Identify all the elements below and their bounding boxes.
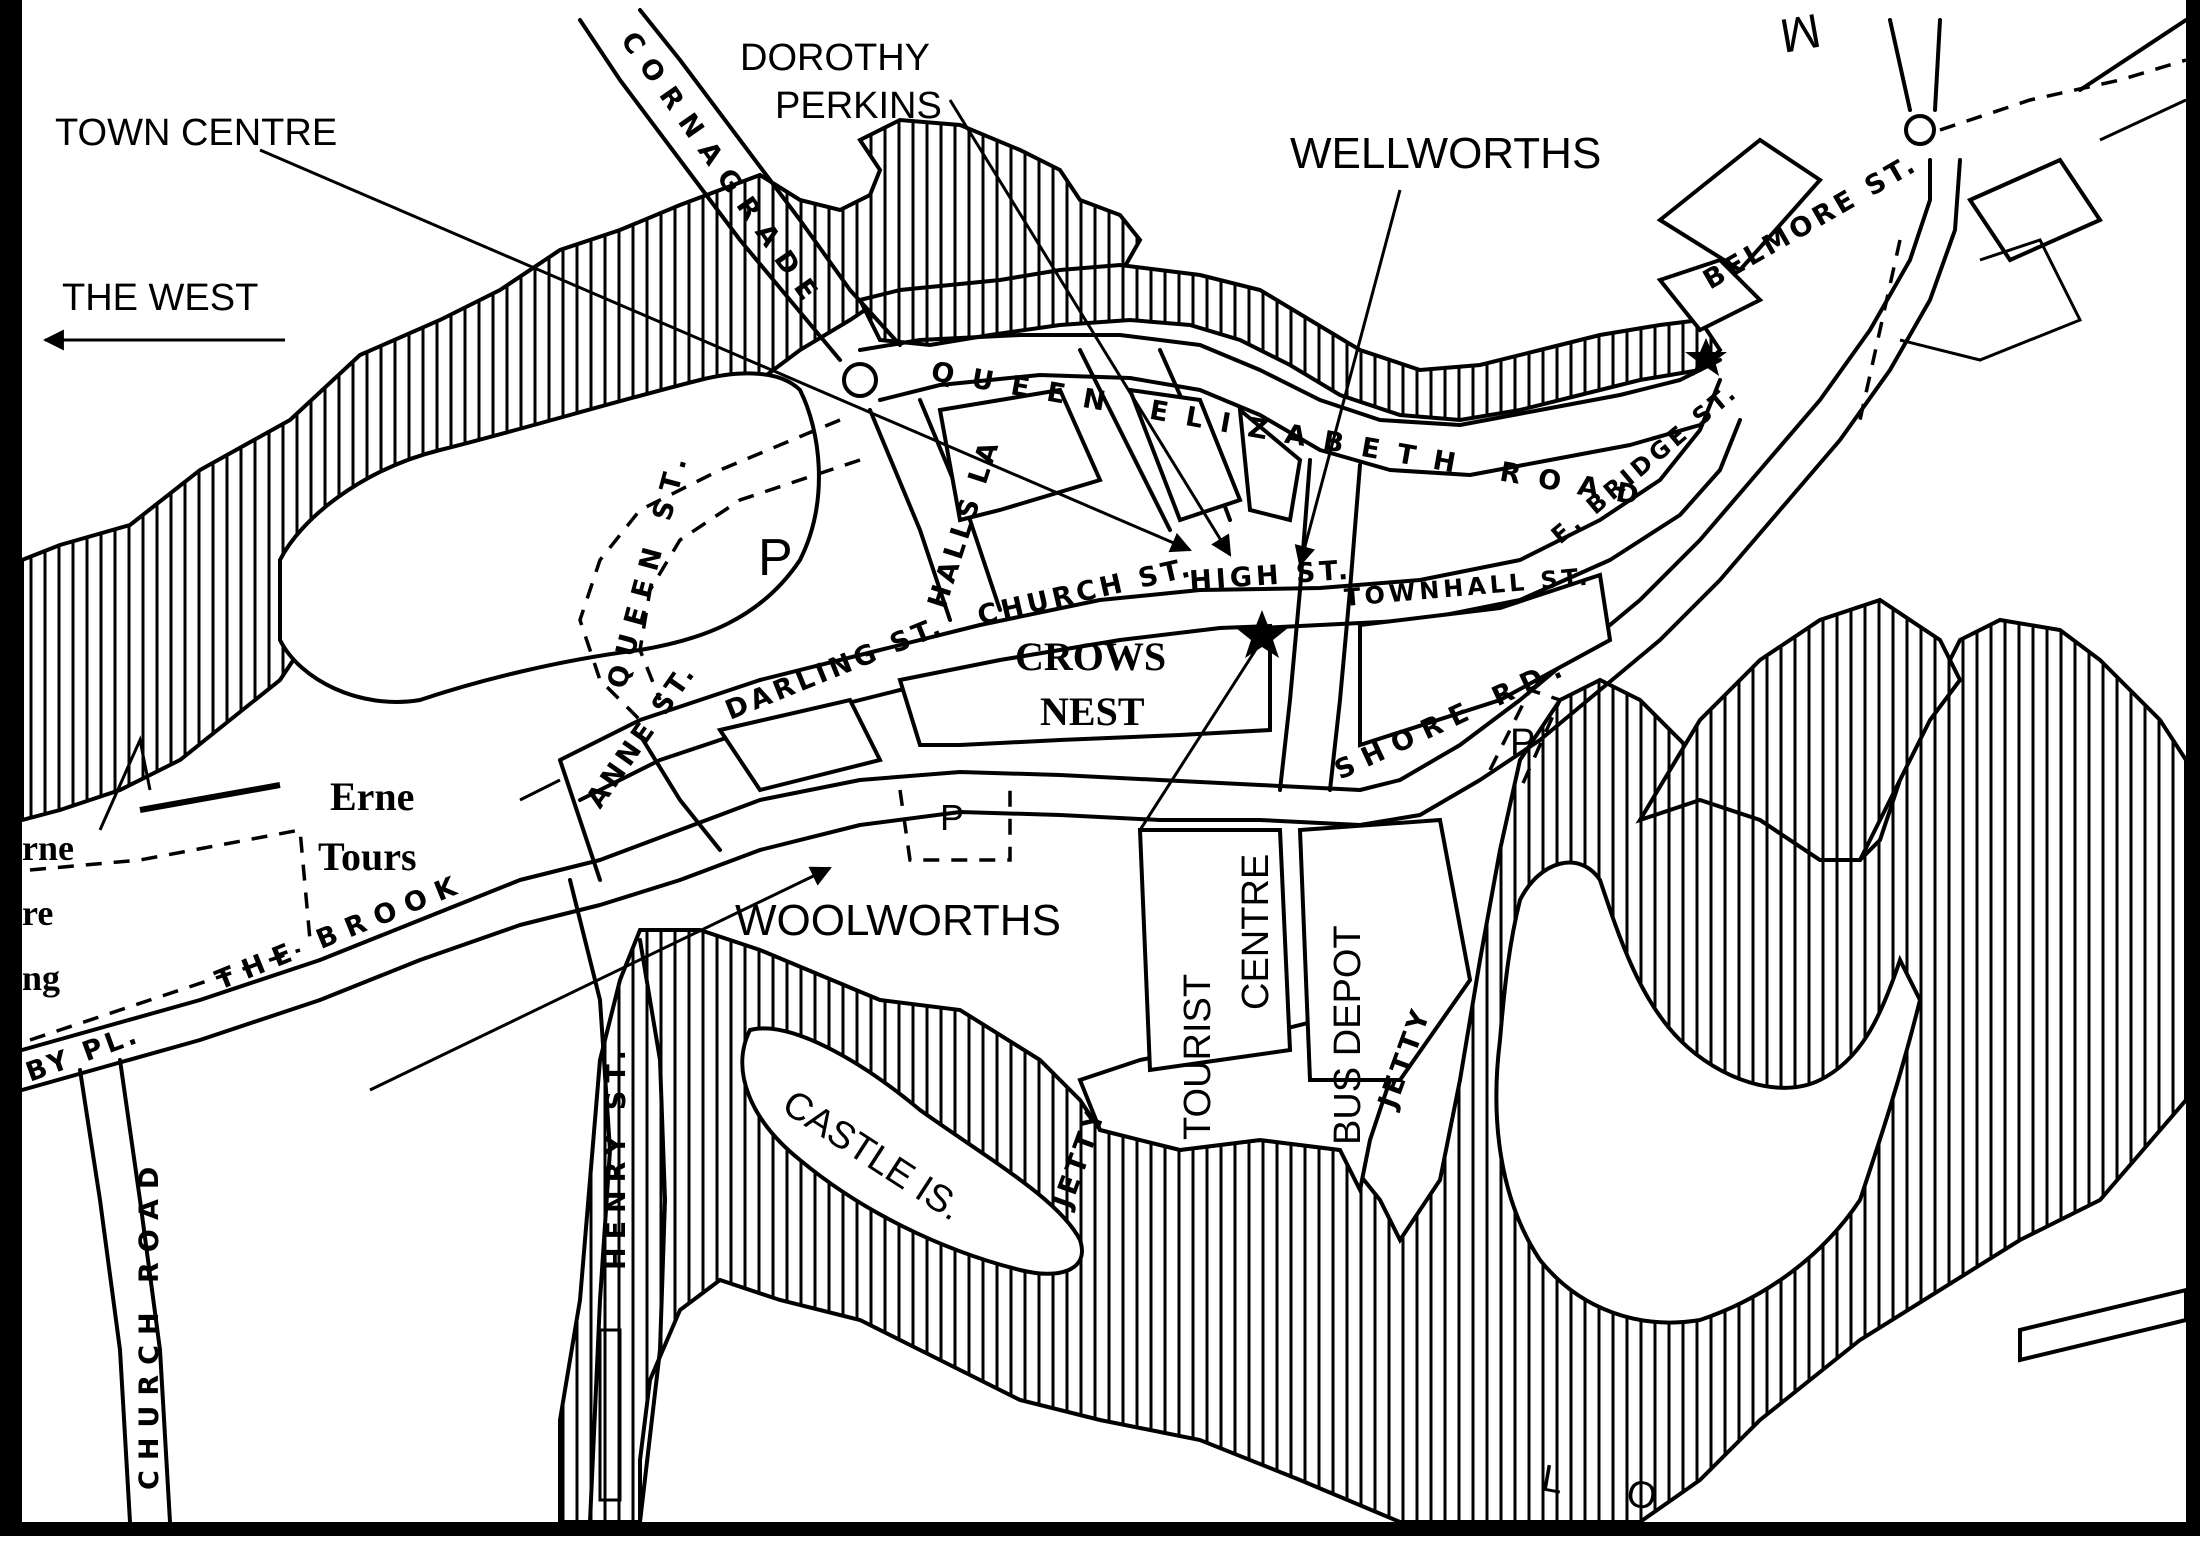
- block-north-mid: [1126, 387, 1243, 523]
- roundabout-northeast: [1904, 114, 1936, 146]
- road-ne-east-3: [2099, 98, 2187, 142]
- road-ne-east-2: [2078, 18, 2188, 92]
- erne-west-line: [98, 735, 152, 831]
- label-tourist-centre-1: TOURIST: [1177, 974, 1219, 1140]
- right-border: [2186, 0, 2200, 1536]
- block-tourist-centre: [1137, 828, 1293, 1073]
- road-ne-east: [1939, 58, 2187, 132]
- pier-hatched: [598, 1328, 622, 1502]
- street-the-brook: THE BROOK: [211, 868, 470, 997]
- block-ne-frame: [1899, 238, 2083, 362]
- road-high-st-south: [1278, 588, 1302, 792]
- left-border: [0, 0, 22, 1536]
- dashed-parking-east: [1488, 687, 1563, 791]
- label-crows-nest-1: CROWS: [1015, 634, 1166, 679]
- road-church-road-edge: [118, 1058, 172, 1524]
- road-cross-1: [1078, 348, 1172, 532]
- block-north-east: [1237, 405, 1303, 523]
- road-shore-rd-edge: [1358, 158, 1962, 827]
- callout-line-town-centre: [259, 148, 1192, 553]
- road-henry-st-edge: [638, 938, 667, 1524]
- block-east-townhall: [1358, 572, 1613, 748]
- street-church-road: CHURCH ROAD: [134, 1157, 165, 1490]
- road-high-st-south-edge: [1328, 588, 1352, 792]
- road-main-street-north: [558, 378, 1722, 762]
- label-bus-depot: BUS DEPOT: [1327, 925, 1369, 1145]
- road-henry-st: [568, 878, 612, 1524]
- label-wellworths: WELLWORTHS: [1290, 129, 1601, 178]
- block-anne-darling: [716, 697, 883, 793]
- street-anne-st: ANNE ST.: [580, 657, 703, 814]
- compass-m: M: [1776, 3, 1825, 62]
- road-ne-north: [1888, 18, 1912, 112]
- road-halls-la: [868, 408, 952, 622]
- road-cornagrade: [578, 18, 842, 362]
- road-queen-st-edge: [638, 458, 861, 701]
- block-crows-nest: [897, 623, 1272, 747]
- block-bus-depot: [1297, 817, 1473, 1082]
- label-dorothy-perkins-2: PERKINS: [775, 85, 942, 127]
- street-henry-st: HENRY ST.: [601, 1042, 632, 1270]
- dashed-parking-south: [898, 789, 1012, 862]
- label-partial-ng: ng: [22, 958, 60, 998]
- shore-east-hatch: [1635, 597, 1963, 862]
- erne-bar: [139, 782, 281, 813]
- block-ne-right: [1967, 157, 2103, 263]
- bottom-border: [0, 1522, 2200, 1536]
- jetty-bottom-right: [2018, 1287, 2188, 1363]
- block-belmore-a: [1656, 137, 1824, 273]
- road-queen-st: [578, 418, 841, 722]
- star-marker-central: [1236, 610, 1288, 658]
- erne-pointer: [519, 778, 561, 802]
- callout-line-wellworths: [1294, 189, 1402, 568]
- road-queen-elizabeth-south: [878, 373, 1702, 477]
- label-partial-erne: rne: [22, 828, 74, 868]
- road-queen-elizabeth-north: [858, 333, 1722, 427]
- label-dorothy-perkins-1: DOROTHY: [740, 37, 930, 79]
- label-parking-main: P: [758, 529, 793, 587]
- label-the-west: THE WEST: [62, 277, 258, 319]
- label-parking-east: P: [1510, 722, 1535, 764]
- label-partial-re: re: [22, 893, 53, 933]
- label-woolworths: WOOLWORTHS: [735, 896, 1061, 945]
- label-crows-nest-2: NEST: [1040, 689, 1145, 734]
- callout-line-tourist-centre: [1138, 639, 1264, 831]
- lake-north: [278, 371, 821, 704]
- road-the-brook: [20, 770, 1362, 1052]
- road-north-cross: [1298, 458, 1312, 592]
- label-parking-south: P: [940, 797, 964, 838]
- road-ne-dash-down: [1858, 239, 1902, 421]
- label-erne-tours-2: Tours: [318, 834, 417, 879]
- label-erne-tours-1: Erne: [330, 774, 414, 819]
- road-north-cross-edge: [1348, 463, 1362, 592]
- road-anne-st-edge: [638, 733, 722, 852]
- road-church-road: [78, 1068, 132, 1524]
- block-belmore-b: [1656, 257, 1764, 333]
- road-ne-north-edge: [1933, 18, 1942, 112]
- road-shore-rd: [1358, 158, 1932, 792]
- star-marker-ne: [1685, 338, 1727, 376]
- road-cornagrade-edge: [638, 8, 902, 347]
- callout-line-woolworths: [369, 866, 832, 1092]
- street-high-st: HIGH ST.: [1188, 555, 1353, 597]
- land-southeast: [1494, 860, 1923, 1325]
- road-the-brook-south-edge: [20, 810, 1362, 1092]
- label-tourist-centre-2: CENTRE: [1235, 854, 1277, 1010]
- block-north-hall: [937, 387, 1103, 523]
- roundabout-cornagrade: [842, 362, 878, 398]
- castle-island: [740, 1026, 1084, 1276]
- callout-line-dorothy-perkins: [948, 99, 1232, 557]
- road-anne-st: [558, 758, 602, 882]
- dashed-boundary-west-2: [29, 948, 301, 1042]
- label-town-centre: TOWN CENTRE: [55, 112, 337, 154]
